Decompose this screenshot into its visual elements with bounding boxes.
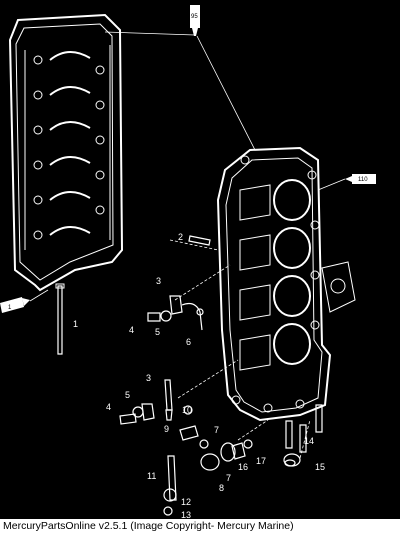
svg-text:110: 110 [358, 177, 368, 183]
leader-lines [29, 31, 346, 459]
fittings-assembly [163, 439, 253, 516]
callout-7: 7 [226, 473, 231, 483]
right-cylinder-head [216, 146, 356, 422]
callout-5: 5 [125, 390, 130, 400]
callout-3: 3 [156, 276, 161, 286]
callout-7: 7 [214, 425, 219, 435]
callout-10: 10 [182, 405, 192, 415]
callout-8: 8 [219, 483, 224, 493]
callout-17: 17 [256, 456, 266, 466]
copyright-footer: MercuryPartsOnline v2.5.1 (Image Copyrig… [0, 519, 400, 534]
callout-2: 2 [178, 232, 183, 242]
callout-labels: 1 2 3 3 4 4 5 5 6 7 7 8 9 10 11 12 13 14… [73, 232, 325, 519]
callout-16: 16 [238, 462, 248, 472]
svg-text:1: 1 [8, 305, 12, 311]
studs-and-nuts [283, 404, 323, 467]
cylinder-head-exploded-diagram: 95 110 1 [0, 5, 376, 519]
callout-3: 3 [146, 373, 151, 383]
callout-12: 12 [181, 497, 191, 507]
callout-11: 11 [147, 471, 156, 481]
sealant-tube-95: 95 [190, 5, 200, 36]
callout-4: 4 [129, 325, 134, 335]
callout-5: 5 [155, 327, 160, 337]
callout-13: 13 [181, 510, 191, 519]
callout-15: 15 [315, 462, 325, 472]
sealant-tube-110: 110 [345, 174, 376, 184]
lower-sensor-assembly [119, 379, 199, 441]
long-bolt [55, 283, 65, 355]
callout-14: 14 [304, 436, 314, 446]
left-cylinder-head [8, 13, 124, 292]
callout-1: 1 [73, 319, 78, 329]
upper-sensor-assembly [147, 295, 204, 331]
callout-6: 6 [186, 337, 191, 347]
svg-text:95: 95 [191, 14, 198, 20]
callout-9: 9 [164, 424, 169, 434]
sealant-tube-1: 1 [0, 297, 30, 313]
callout-4: 4 [106, 402, 111, 412]
dowel-pin [188, 235, 211, 246]
